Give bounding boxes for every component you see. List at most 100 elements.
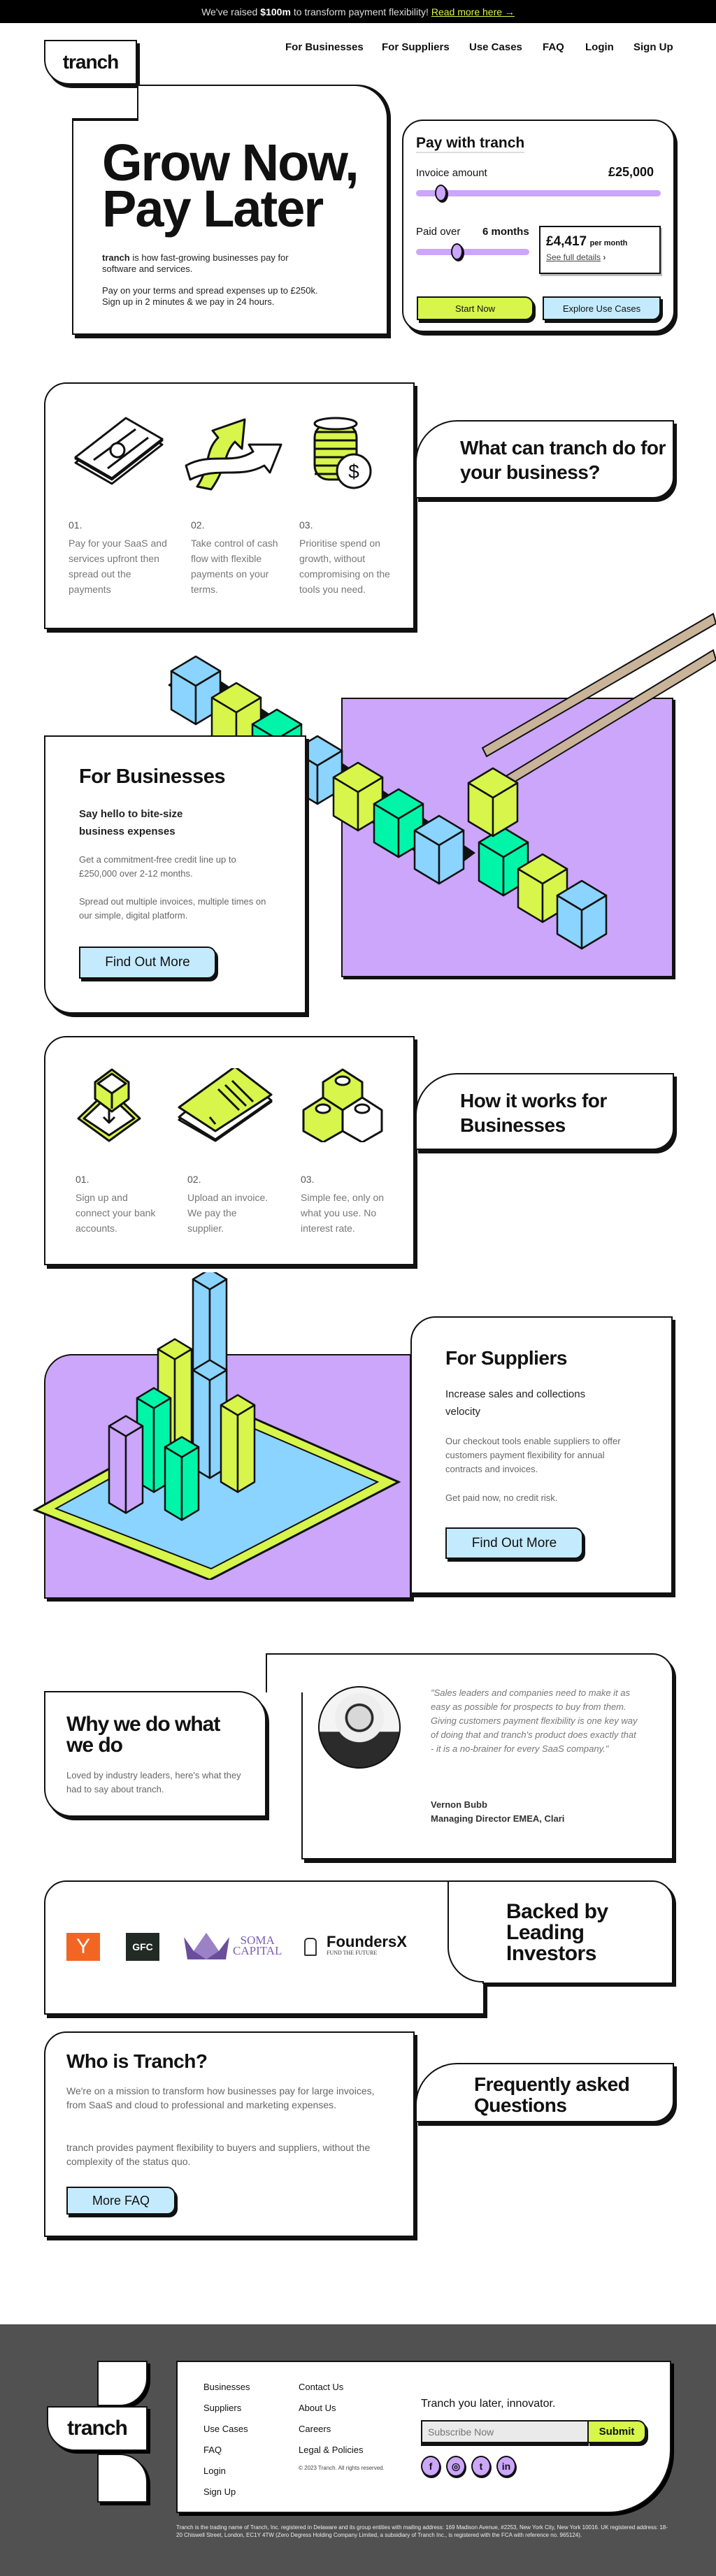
testimonial-name: Vernon Bubb — [431, 1799, 487, 1810]
nav-login[interactable]: Login — [585, 41, 614, 53]
faq-heading[interactable]: Frequently asked Questions — [415, 2063, 674, 2122]
announcement-banner: We've raised $100m to transform payment … — [0, 0, 716, 23]
what-item-1: 01.Pay for your SaaS and services upfron… — [69, 519, 167, 595]
nav-for-businesses[interactable]: For Businesses — [285, 41, 364, 53]
suppliers-title: For Suppliers — [445, 1347, 567, 1369]
twitter-icon[interactable]: t — [471, 2456, 491, 2477]
monthly-amount: £4,417 — [546, 234, 587, 249]
split-arrows-icon — [185, 418, 282, 491]
hero-description-2: Pay on your terms and spread expenses up… — [102, 285, 318, 307]
nav-for-suppliers[interactable]: For Suppliers — [382, 41, 450, 53]
how-heading: How it works for Businesses — [415, 1073, 674, 1150]
calculator-title: Pay with tranch — [416, 135, 525, 153]
footer-logo[interactable]: tranch — [47, 2406, 148, 2451]
why-title: Why we do what we do — [66, 1713, 220, 1757]
cube — [332, 761, 384, 832]
nav-sign-up[interactable]: Sign Up — [633, 41, 673, 53]
footer-link[interactable]: FAQ — [203, 2445, 222, 2455]
explore-use-cases-button[interactable]: Explore Use Cases — [543, 296, 661, 320]
footer-link[interactable]: Use Cases — [203, 2424, 248, 2434]
logo[interactable]: tranch — [44, 40, 137, 85]
suppliers-find-out-more-button[interactable]: Find Out More — [445, 1527, 583, 1559]
svg-text:$: $ — [348, 461, 359, 482]
copyright: © 2023 Tranch. All rights reserved. — [299, 2465, 385, 2471]
how-item-2: 02.Upload an invoice. We pay the supplie… — [187, 1174, 268, 1234]
chevron-right-icon: › — [603, 252, 606, 262]
businesses-p1: Get a commitment-free credit line up to … — [79, 854, 236, 879]
investors-heading: Backed by Leading Investors — [506, 1900, 608, 1965]
y-combinator-logo: Y — [66, 1933, 100, 1961]
coin-stack-icon: $ — [313, 417, 372, 489]
footer-link[interactable]: Contact Us — [299, 2382, 344, 2392]
cube — [413, 814, 465, 885]
slider-handle[interactable] — [435, 185, 447, 201]
hero-description: tranch is how fast-growing businesses pa… — [102, 252, 289, 274]
testimonial-quote: "Sales leaders and companies need to mak… — [431, 1688, 638, 1754]
businesses-find-out-more-button[interactable]: Find Out More — [79, 947, 216, 979]
footer-link[interactable]: Careers — [299, 2424, 331, 2434]
how-item-1: 01.Sign up and connect your bank account… — [76, 1174, 156, 1234]
bank-connect-icon — [77, 1068, 141, 1142]
facebook-icon[interactable]: f — [421, 2456, 441, 2477]
footer-link[interactable]: Suppliers — [203, 2403, 242, 2413]
start-now-button[interactable]: Start Now — [417, 296, 534, 320]
who-p1: We're on a mission to transform how busi… — [66, 2085, 375, 2110]
invoice-amount-slider[interactable] — [416, 185, 661, 201]
slider-handle[interactable] — [451, 243, 464, 260]
testimonial-role: Managing Director EMEA, Clari — [431, 1813, 565, 1824]
what-item-3: 03.Prioritise spend on growth, without c… — [299, 519, 390, 595]
gfc-logo: GFC — [126, 1933, 159, 1961]
footer-link[interactable]: Legal & Policies — [299, 2445, 364, 2455]
cube — [556, 879, 608, 950]
what-item-2: 02.Take control of cash flow with flexib… — [191, 519, 278, 595]
footer-tagline: Tranch you later, innovator. — [421, 2398, 556, 2410]
how-item-3: 03.Simple fee, only on what you use. No … — [301, 1174, 385, 1234]
avatar — [318, 1686, 401, 1769]
why-description: Loved by industry leaders, here's what t… — [66, 1770, 241, 1794]
hero-title: Grow Now,Pay Later — [102, 134, 359, 238]
blocks-icon — [302, 1068, 383, 1142]
nav-faq[interactable]: FAQ — [543, 41, 564, 53]
more-faq-button[interactable]: More FAQ — [66, 2187, 176, 2215]
nav-use-cases[interactable]: Use Cases — [469, 41, 522, 53]
cube — [467, 767, 519, 837]
cash-stack-icon — [74, 417, 164, 485]
businesses-title: For Businesses — [79, 765, 225, 788]
monthly-result-box: £4,417 per month See full details › — [539, 226, 661, 274]
cube — [170, 655, 222, 726]
cube — [220, 1394, 256, 1493]
footer-link[interactable]: Login — [203, 2466, 226, 2476]
what-heading: What can tranch do for your business? — [415, 420, 674, 498]
footer-link[interactable]: Sign Up — [203, 2487, 236, 2497]
paid-over-label: Paid over — [416, 226, 461, 238]
instagram-icon[interactable]: ◎ — [446, 2456, 466, 2477]
footer-link[interactable]: About Us — [299, 2403, 336, 2413]
soma-crown-icon — [184, 1933, 229, 1959]
paid-over-slider[interactable] — [416, 243, 529, 260]
invoice-amount-label: Invoice amount — [416, 167, 487, 179]
businesses-subtitle: Say hello to bite-size business expenses — [79, 808, 183, 837]
subscribe-email-input[interactable] — [421, 2420, 589, 2443]
invoice-amount-value: £25,000 — [608, 165, 654, 179]
invoice-stack-icon — [178, 1068, 273, 1142]
what-card — [44, 382, 415, 629]
robot-icon — [304, 1938, 317, 1956]
who-title: Who is Tranch? — [66, 2050, 208, 2072]
who-p2: tranch provides payment flexibility to b… — [66, 2142, 371, 2167]
read-more-link[interactable]: Read more here → — [431, 6, 515, 17]
footer-link[interactable]: Businesses — [203, 2382, 250, 2392]
cube-tower-illustration — [32, 1272, 401, 1580]
cube — [164, 1436, 200, 1521]
paid-over-value: 6 months — [482, 226, 529, 238]
suppliers-subtitle: Increase sales and collections velocity — [445, 1388, 586, 1418]
legal-text: Tranch is the trading name of Tranch, In… — [176, 2524, 668, 2538]
why-card — [44, 1691, 266, 1817]
suppliers-p1: Our checkout tools enable suppliers to o… — [445, 1436, 621, 1474]
linkedin-icon[interactable]: in — [496, 2456, 516, 2477]
see-full-details-link[interactable]: See full details › — [546, 252, 606, 262]
suppliers-p2: Get paid now, no credit risk. — [445, 1492, 558, 1503]
submit-button[interactable]: Submit — [587, 2420, 646, 2443]
businesses-p2: Spread out multiple invoices, multiple t… — [79, 896, 266, 921]
